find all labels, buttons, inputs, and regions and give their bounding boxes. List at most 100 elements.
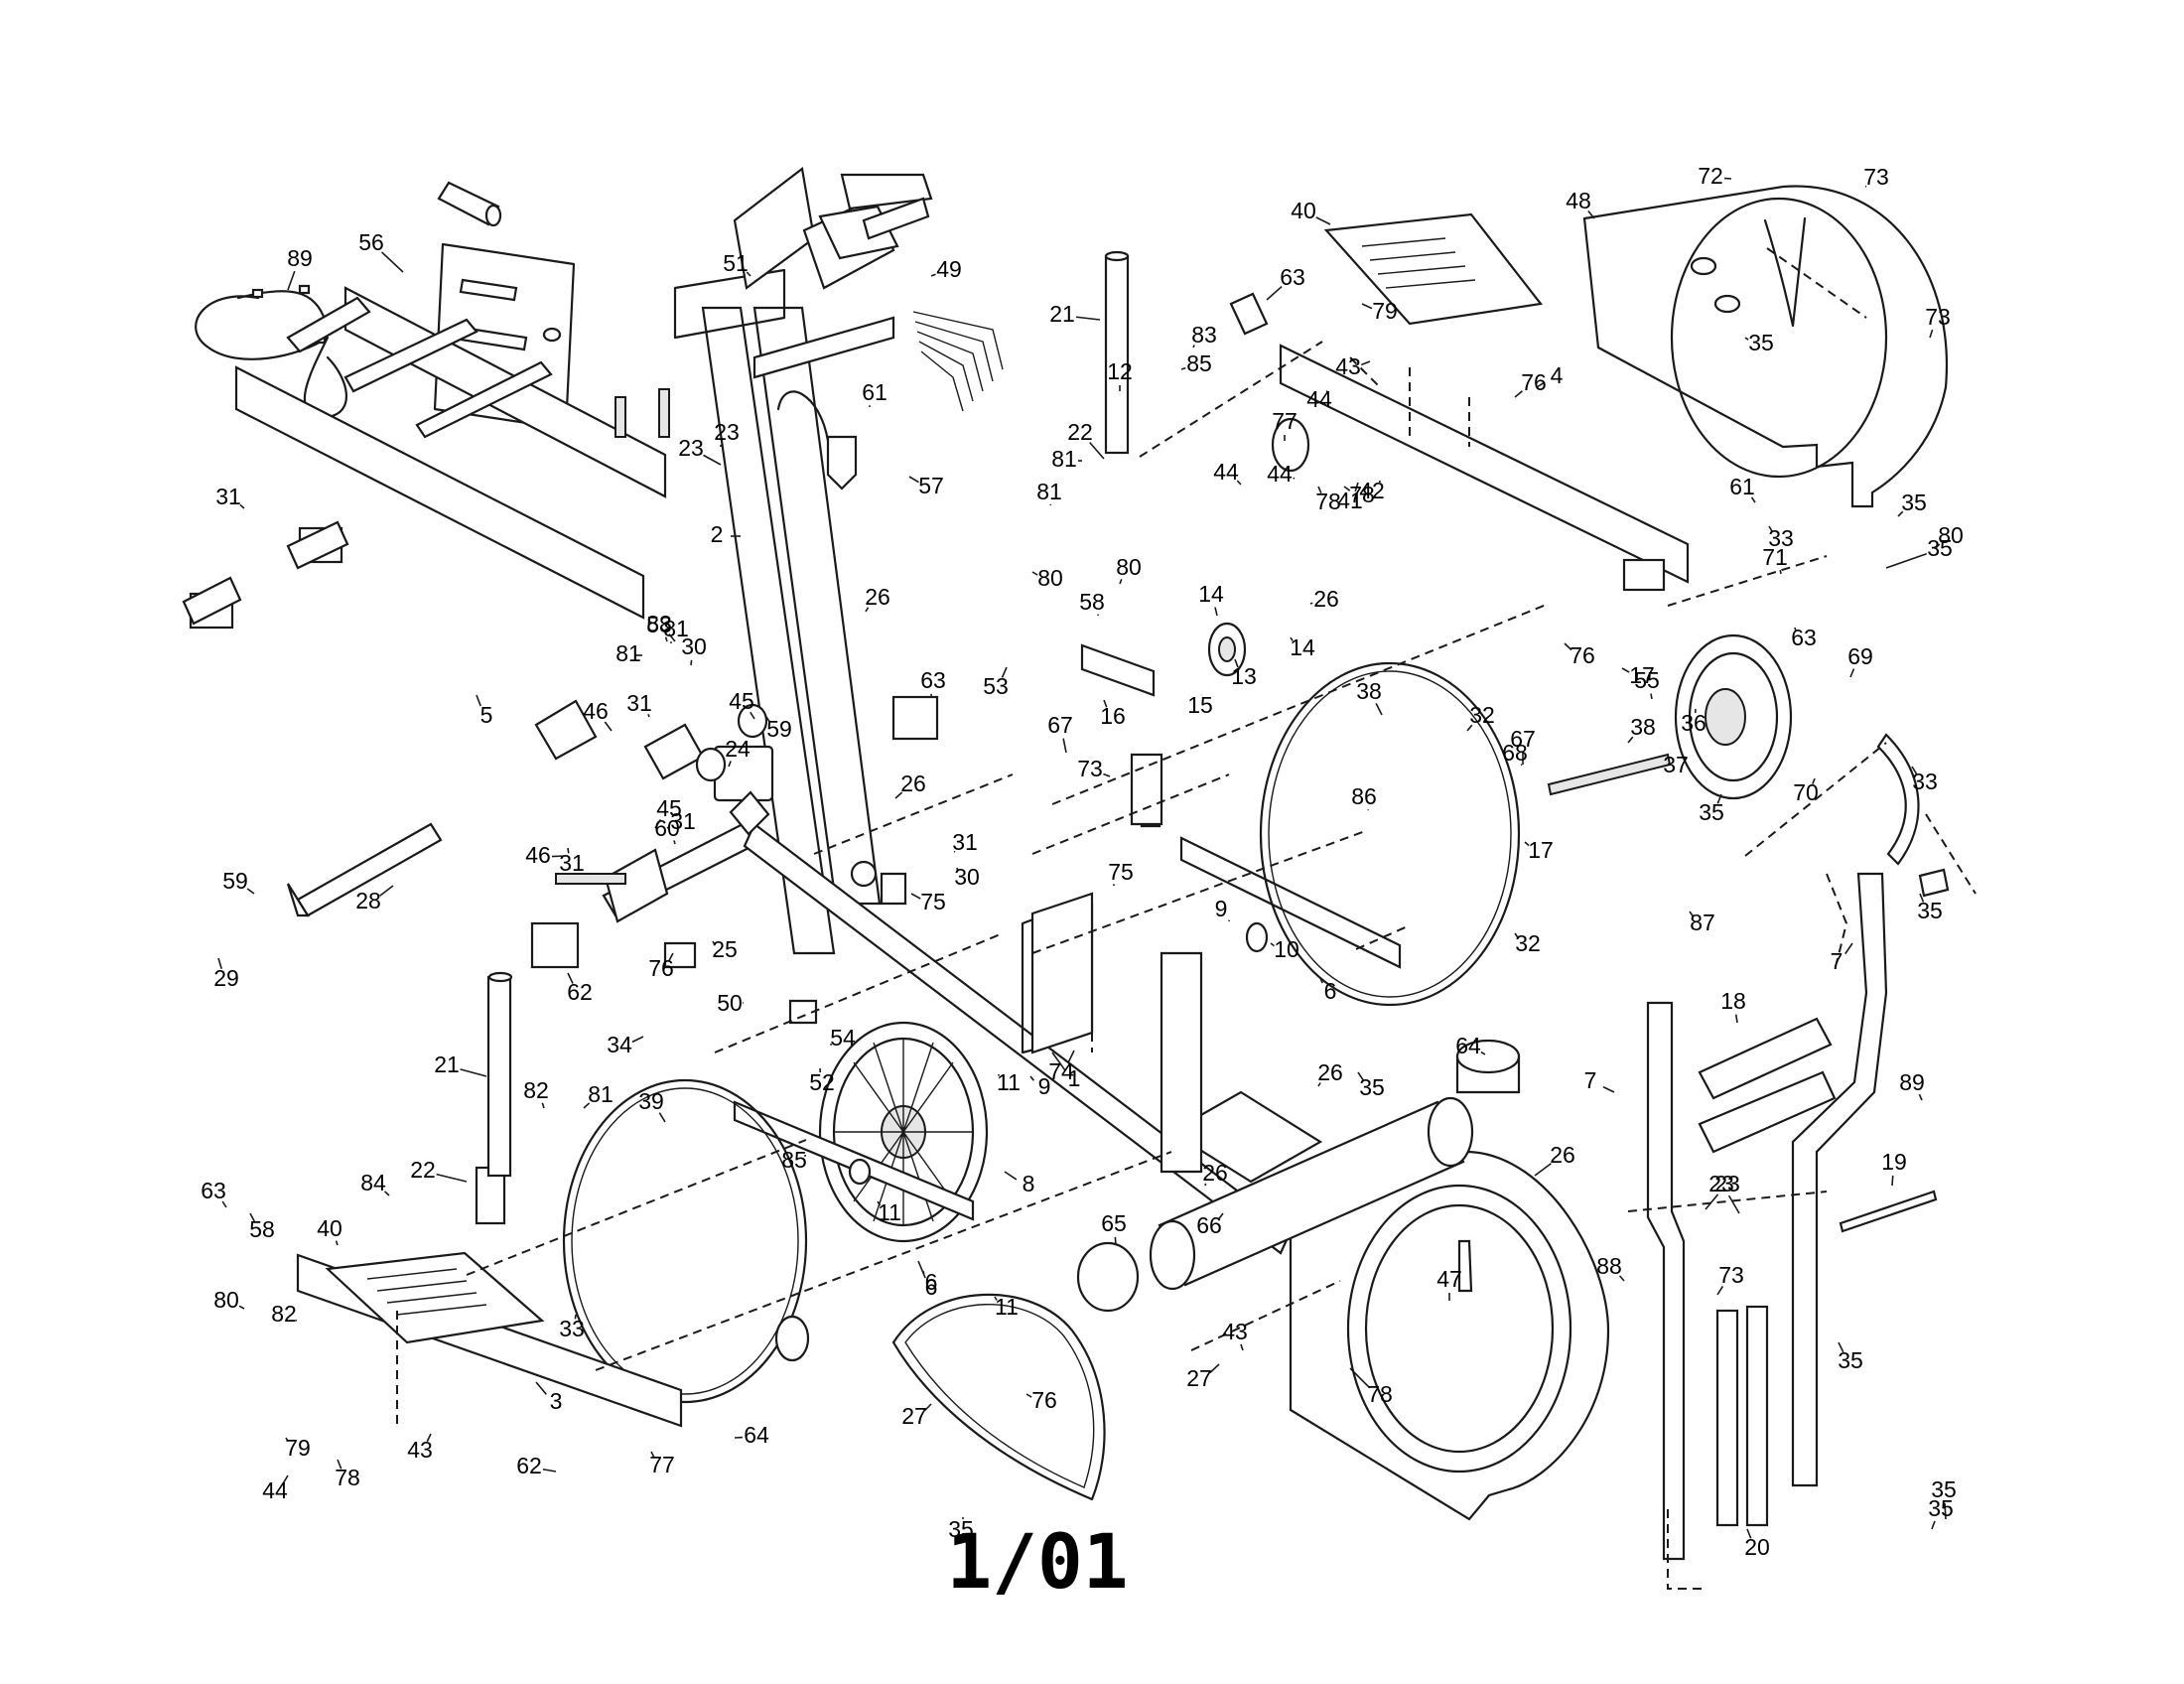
callout-number: 6 [1324, 978, 1337, 1004]
callout-17: 17 [1621, 662, 1655, 688]
callout-number: 6 [925, 1269, 938, 1295]
callout-number: 20 [1744, 1534, 1770, 1560]
callout-leader-line [1001, 666, 1008, 678]
callout-leader-line [1627, 736, 1634, 744]
callout-63: 63 [920, 667, 946, 698]
callout-5: 5 [476, 694, 492, 728]
callout-leader-line [460, 1068, 487, 1077]
callout-leader-line [1114, 1236, 1117, 1246]
callout-number: 69 [1847, 643, 1873, 669]
callout-number: 81 [588, 1081, 614, 1107]
callout-number: 27 [1186, 1365, 1212, 1391]
callout-number: 33 [1768, 525, 1794, 551]
callout-66: 66 [1196, 1212, 1224, 1238]
callout-64: 64 [1455, 1033, 1486, 1058]
callout-number: 44 [262, 1477, 288, 1503]
callout-81: 81 [583, 1081, 614, 1109]
callout-number: 30 [954, 864, 980, 890]
callout-14: 14 [1198, 581, 1224, 617]
callout-26: 26 [1317, 1059, 1343, 1087]
callout-leader-line [1919, 893, 1925, 903]
callout-number: 35 [1901, 490, 1927, 515]
callout-number: 78 [1315, 489, 1341, 514]
callout-70: 70 [1793, 777, 1819, 805]
callout-leader-line [535, 1381, 547, 1395]
callout-80: 80 [1116, 554, 1142, 585]
callout-31: 31 [952, 829, 978, 855]
callout-number: 32 [1469, 702, 1495, 728]
callout-11: 11 [997, 1069, 1021, 1095]
callout-number: 84 [360, 1170, 386, 1195]
callout-number: 73 [1077, 756, 1103, 781]
callout-number: 86 [1351, 783, 1377, 809]
callout-number: 35 [1748, 330, 1774, 355]
revision-label: 1/01 [946, 1517, 1128, 1606]
callout-number: 50 [717, 990, 743, 1016]
callout-leader-line [1768, 525, 1773, 532]
callout-leader-line [1602, 1085, 1615, 1093]
callout-leader-line [647, 713, 650, 718]
callout-leader-line [1618, 1275, 1625, 1282]
callout-31: 31 [559, 847, 585, 876]
callout-84: 84 [360, 1170, 390, 1196]
callout-number: 32 [1515, 930, 1541, 956]
callout-number: 30 [681, 633, 707, 659]
callout-leader-line [1062, 738, 1067, 754]
callout-number: 57 [918, 473, 944, 498]
grip-18 [1698, 1017, 1837, 1154]
callout-number: 21 [434, 1052, 460, 1077]
callout-number: 23 [1708, 1171, 1734, 1196]
callout-leader-line [673, 840, 676, 845]
callout-30: 30 [954, 864, 980, 890]
callout-number: 33 [1912, 769, 1938, 794]
callout-labels: 1234566677899101111111213141415161717181… [201, 163, 1964, 1560]
callout-number: 76 [1521, 369, 1547, 395]
callout-number: 44 [1213, 459, 1239, 485]
callout-63: 63 [1266, 264, 1305, 301]
callout-number: 58 [646, 612, 672, 637]
callout-leader-line [1716, 1286, 1724, 1296]
callout-leader-line [1587, 210, 1595, 219]
callout-leader-line [380, 251, 404, 273]
callout-leader-line [1734, 1014, 1738, 1024]
callout-75: 75 [910, 889, 946, 914]
callout-number: 25 [712, 936, 738, 962]
callout-number: 59 [222, 868, 248, 894]
callout-leader-line [217, 957, 222, 969]
callout-leader-line [1514, 390, 1523, 398]
callout-leader-line [1705, 1193, 1719, 1210]
callout-44: 44 [1267, 461, 1296, 487]
callout-number: 81 [615, 640, 641, 666]
callout-number: 33 [559, 1316, 585, 1341]
roller-64 [1076, 1039, 1521, 1313]
callout-number: 21 [1049, 301, 1075, 327]
callout-72: 72 [1698, 163, 1732, 189]
callout-leader-line [1480, 1051, 1486, 1055]
callout-23: 23 [1705, 1171, 1740, 1210]
callout-number: 73 [1863, 164, 1889, 190]
callout-number: 67 [1510, 726, 1536, 752]
callout-number: 61 [862, 379, 887, 405]
callout-number: 43 [1335, 353, 1361, 379]
callout-leader-line [631, 1036, 644, 1044]
callout-87: 87 [1689, 910, 1715, 935]
callout-37: 37 [1663, 752, 1689, 777]
callout-29: 29 [213, 957, 239, 991]
callout-73: 73 [1925, 304, 1951, 339]
callout-27: 27 [1186, 1363, 1220, 1391]
callout-83: 83 [1191, 322, 1217, 349]
hardware-small [555, 388, 907, 1025]
callout-number: 62 [567, 979, 593, 1005]
pulse-sensor [776, 390, 858, 491]
callout-74: 74 [1048, 1050, 1075, 1084]
callout-leader-line [668, 952, 674, 961]
callout-18: 18 [1720, 988, 1746, 1024]
callout-number: 18 [1720, 988, 1746, 1014]
callout-number: 80 [1116, 554, 1142, 580]
upright-post [673, 268, 895, 955]
callout-number: 85 [781, 1147, 807, 1173]
lower-tube-20 [1715, 1305, 1769, 1527]
callout-61: 61 [1729, 474, 1756, 503]
callout-number: 36 [1681, 710, 1706, 736]
callout-leader-line [1911, 766, 1918, 774]
